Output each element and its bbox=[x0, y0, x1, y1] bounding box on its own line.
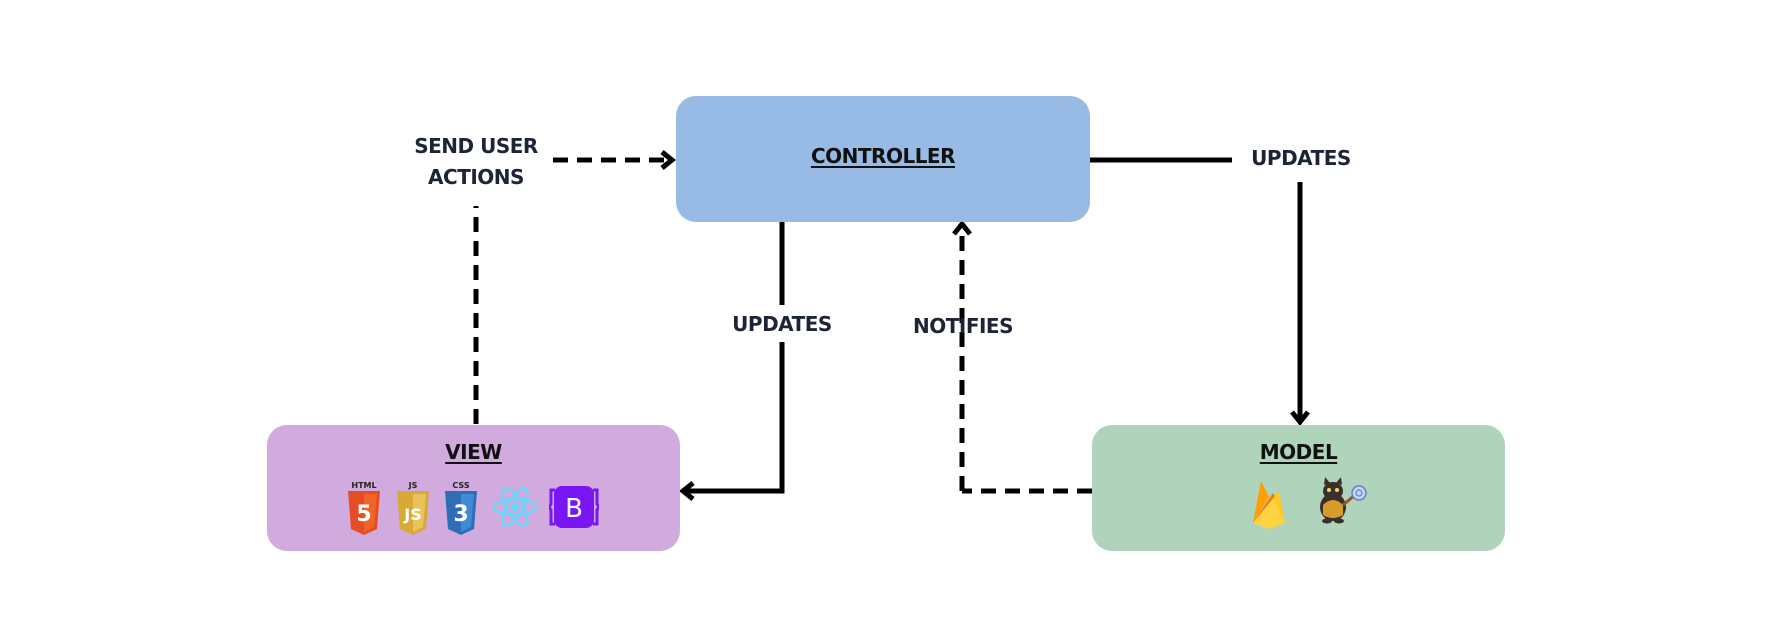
label-updates-model: UPDATES bbox=[1251, 146, 1351, 170]
view-title: VIEW bbox=[445, 440, 502, 464]
svg-text:B: B bbox=[565, 494, 583, 524]
css3-caption: CSS bbox=[452, 481, 470, 490]
svg-text:3: 3 bbox=[453, 502, 468, 527]
controller-node: CONTROLLER bbox=[676, 96, 1090, 222]
octokit-cat-icon bbox=[1311, 475, 1371, 525]
svg-text:JS: JS bbox=[403, 505, 421, 524]
model-title: MODEL bbox=[1259, 440, 1338, 464]
view-node: VIEW HTML 5 JS JS bbox=[267, 425, 680, 551]
model-node: MODEL bbox=[1092, 425, 1505, 551]
arrowhead-updates-view bbox=[678, 481, 695, 501]
arrowhead-updates-model bbox=[1290, 410, 1310, 427]
bootstrap-icon: B bbox=[547, 484, 601, 530]
arrowhead-send bbox=[660, 150, 677, 170]
javascript-caption: JS bbox=[408, 481, 418, 490]
model-tech-icons bbox=[1092, 477, 1505, 537]
javascript-icon: JS JS bbox=[395, 481, 431, 537]
svg-text:5: 5 bbox=[356, 502, 371, 527]
label-updates-view: UPDATES bbox=[732, 312, 832, 336]
edge-updates-view-bottom bbox=[685, 342, 785, 494]
react-icon bbox=[491, 484, 539, 530]
html5-caption: HTML bbox=[351, 481, 377, 490]
arrowhead-notifies bbox=[952, 219, 972, 236]
html5-icon: HTML 5 bbox=[346, 481, 382, 537]
css3-icon: CSS 3 bbox=[443, 481, 479, 537]
label-send-user-actions: SEND USER ACTIONS bbox=[414, 134, 538, 189]
controller-title: CONTROLLER bbox=[810, 144, 956, 168]
label-notifies: NOTIFIES bbox=[913, 314, 1014, 338]
firebase-icon bbox=[1249, 479, 1289, 529]
view-tech-icons: HTML 5 JS JS CSS bbox=[267, 481, 680, 537]
